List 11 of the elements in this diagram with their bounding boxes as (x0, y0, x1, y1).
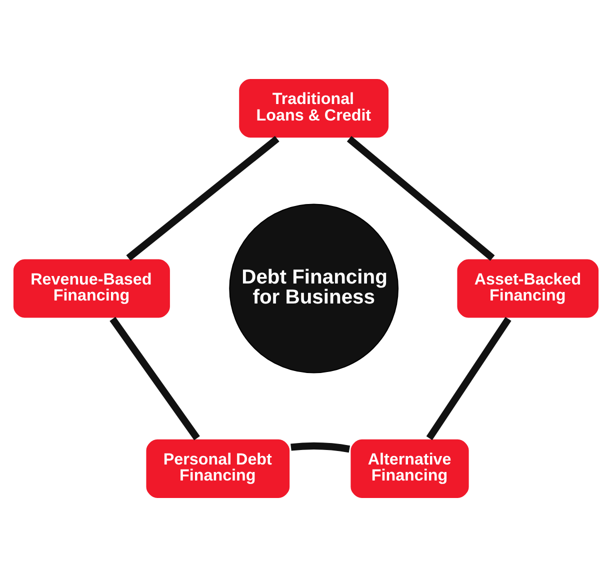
connector (346, 136, 495, 260)
connector (126, 136, 280, 260)
node-box: Revenue-Based Financing (11, 256, 172, 320)
node-box: Asset-Backed Financing (455, 256, 601, 320)
connector (426, 316, 512, 440)
node-box: Personal Debt Financing (144, 436, 292, 500)
connector (110, 316, 200, 440)
node-box: Traditional Loans & Credit (237, 76, 391, 140)
node-circle: Debt Financing for Business (229, 203, 399, 373)
node-box: Alternative Financing (348, 436, 471, 500)
connector (290, 442, 350, 452)
